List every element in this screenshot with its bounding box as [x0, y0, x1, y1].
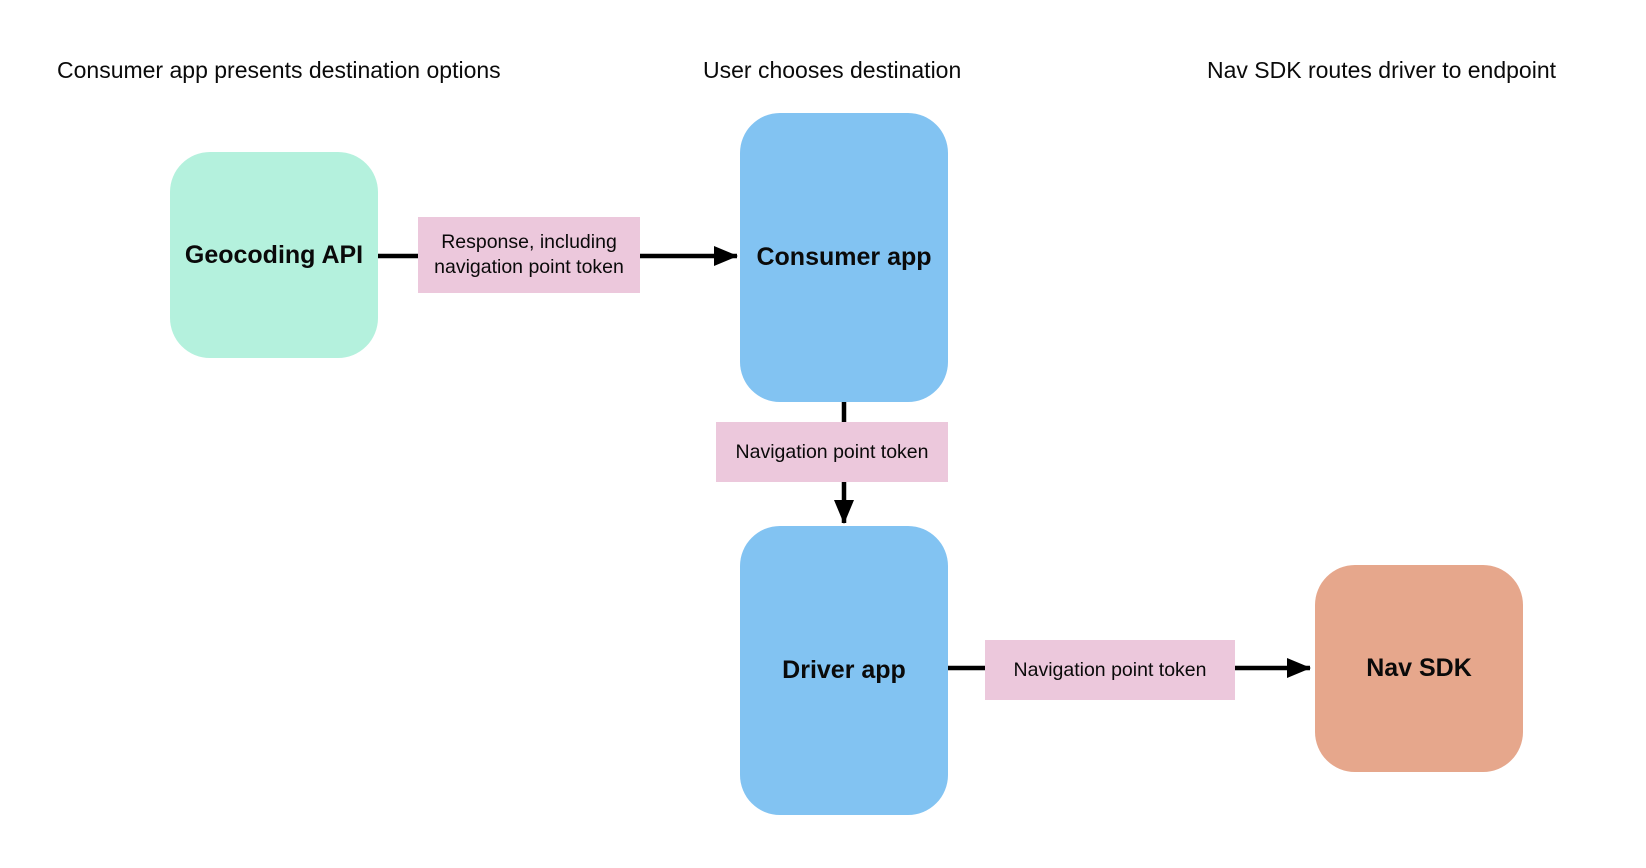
column-header-consumer-presents: Consumer app presents destination option…	[57, 57, 501, 83]
node-driver-app: Driver app	[740, 526, 948, 815]
column-header-user-chooses: User chooses destination	[703, 57, 962, 83]
node-nav-sdk-label: Nav SDK	[1366, 654, 1472, 682]
edge-label-navigation-point-token-vertical: Navigation point token	[716, 422, 948, 482]
edge-label-navigation-point-token-horizontal: Navigation point token	[985, 640, 1235, 700]
edge-label-response-including-token: Response, including navigation point tok…	[418, 217, 640, 293]
node-consumer-app: Consumer app	[740, 113, 948, 402]
node-nav-sdk: Nav SDK	[1315, 565, 1523, 772]
node-consumer-app-label: Consumer app	[756, 243, 932, 271]
column-header-nav-sdk-routes: Nav SDK routes driver to endpoint	[1207, 57, 1557, 83]
node-geocoding-api: Geocoding API	[170, 152, 378, 358]
node-geocoding-api-label: Geocoding API	[184, 240, 364, 269]
node-driver-app-label: Driver app	[782, 656, 906, 684]
